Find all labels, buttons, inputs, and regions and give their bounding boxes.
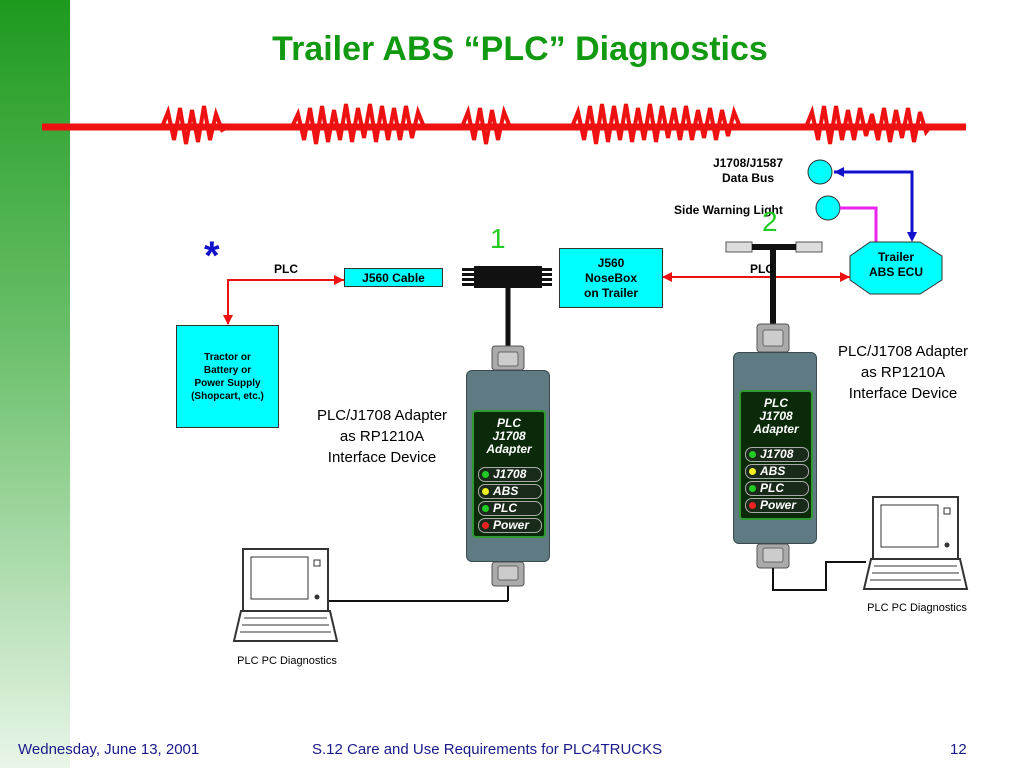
plc-arrow-ecu — [840, 272, 850, 282]
power-source-box: Tractor or Battery or Power Supply (Shop… — [176, 325, 279, 428]
adapter-desc-left-line3: Interface Device — [327, 449, 437, 466]
data-bus-connector — [807, 159, 833, 185]
led-row-power-left: Power — [478, 518, 542, 533]
adapter-device-right: PLC J1708 Adapter J1708 ABS PLC Power — [733, 352, 817, 544]
nosebox-line1: J560 — [597, 255, 625, 270]
laptop-left — [232, 548, 339, 642]
plc-label-right: PLC — [750, 262, 774, 276]
footer-page-number: 12 — [950, 741, 967, 758]
led-plc-label-left: PLC — [493, 501, 517, 515]
warning-light-line — [840, 206, 878, 242]
led-row-plc-right: PLC — [745, 481, 809, 496]
bus-arrow-down — [907, 232, 917, 242]
led-power-indicator-left — [482, 522, 489, 529]
j560-plug — [462, 266, 552, 288]
led-j1708-indicator-left — [482, 471, 489, 478]
led-row-abs-left: ABS — [478, 484, 542, 499]
nosebox-line2: NoseBox — [584, 270, 637, 285]
pc-label-left: PLC PC Diagnostics — [237, 655, 337, 667]
led-abs-indicator-left — [482, 488, 489, 495]
led-abs-indicator-right — [749, 468, 756, 475]
led-j1708-label-right: J1708 — [760, 447, 794, 461]
noise-burst-2 — [290, 103, 426, 145]
data-bus-label-line1: J1708/J1587 — [712, 156, 784, 170]
led-abs-label-left: ABS — [493, 484, 519, 498]
led-abs-label-right: ABS — [760, 464, 786, 478]
right-pc-line — [772, 561, 866, 591]
side-warning-light-label: Side Warning Light — [674, 203, 783, 217]
adapter-desc-right-line2: as RP1210A — [860, 364, 946, 381]
adapter-desc-right-line3: Interface Device — [848, 385, 958, 402]
right-adapter-connectors — [756, 323, 790, 569]
adapter-title3-left: Adapter — [486, 442, 532, 456]
led-plc-label-right: PLC — [760, 481, 784, 495]
adapter-device-left: PLC J1708 Adapter J1708 ABS PLC Power — [466, 370, 550, 562]
power-line3: Power Supply — [194, 377, 261, 389]
noise-burst-4 — [570, 103, 742, 145]
plc-line-left — [227, 279, 344, 324]
plc-arrow-right — [334, 275, 344, 285]
led-plc-indicator-right — [749, 485, 756, 492]
data-bus-label: J1708/J1587 Data Bus — [700, 156, 796, 186]
nosebox-line3: on Trailer — [583, 285, 639, 300]
plc-label-left: PLC — [274, 262, 298, 276]
adapter-panel-left: PLC J1708 Adapter J1708 ABS PLC Power — [472, 410, 546, 538]
adapter-title1-left: PLC — [497, 416, 521, 430]
led-power-label-left: Power — [493, 518, 530, 532]
adapter-title2-left: J1708 — [492, 429, 526, 443]
led-j1708-label-left: J1708 — [493, 467, 527, 481]
power-line4: (Shopcart, etc.) — [191, 390, 264, 402]
power-line2: Battery or — [203, 364, 252, 376]
j560-nosebox: J560 NoseBox on Trailer — [559, 248, 663, 308]
adapter-title3-right: Adapter — [753, 422, 799, 436]
adapter-panel-right: PLC J1708 Adapter J1708 ABS PLC Power — [739, 390, 813, 520]
j560-cable-label: J560 Cable — [362, 270, 425, 285]
adapter-desc-left-line2: as RP1210A — [339, 428, 425, 445]
adapter-title2-right: J1708 — [759, 409, 793, 423]
led-row-plc-left: PLC — [478, 501, 542, 516]
asterisk-marker: * — [204, 234, 220, 278]
led-power-indicator-right — [749, 502, 756, 509]
plc-arrow-left — [662, 272, 672, 282]
warning-light-connector — [815, 195, 841, 221]
adapter-desc-right-line1: PLC/J1708 Adapter — [837, 343, 969, 360]
adapter-title1-right: PLC — [764, 396, 788, 410]
footer-caption: S.12 Care and Use Requirements for PLC4T… — [312, 741, 663, 758]
pc-label-right: PLC PC Diagnostics — [867, 602, 967, 614]
led-row-abs-right: ABS — [745, 464, 809, 479]
marker-2: 2 — [762, 206, 778, 237]
led-plc-indicator-left — [482, 505, 489, 512]
noise-burst-3 — [460, 105, 512, 145]
left-adapter-connectors — [491, 345, 525, 587]
laptop-right — [862, 496, 969, 590]
noise-burst-1 — [160, 105, 229, 145]
marker-1: 1 — [490, 223, 506, 254]
t-connector — [725, 241, 823, 326]
led-power-label-right: Power — [760, 498, 797, 512]
noise-burst-5 — [804, 105, 932, 145]
bus-arrow-left — [834, 167, 844, 177]
led-row-power-right: Power — [745, 498, 809, 513]
led-row-j1708-left: J1708 — [478, 467, 542, 482]
slide-title: Trailer ABS “PLC” Diagnostics — [272, 30, 768, 68]
plc-arrow-down — [223, 315, 233, 325]
footer-date: Wednesday, June 13, 2001 — [18, 741, 200, 758]
ecu-label-line2: ABS ECU — [868, 265, 923, 279]
adapter-desc-left-line1: PLC/J1708 Adapter — [316, 407, 448, 424]
ecu-label: Trailer ABS ECU — [850, 250, 942, 280]
adapter-desc-right: PLC/J1708 Adapter as RP1210A Interface D… — [820, 341, 986, 404]
led-row-j1708-right: J1708 — [745, 447, 809, 462]
data-bus-label-line2: Data Bus — [721, 171, 774, 185]
led-j1708-indicator-right — [749, 451, 756, 458]
j560-cable-box: J560 Cable — [344, 268, 443, 287]
ecu-label-line1: Trailer — [877, 250, 915, 264]
adapter-desc-left: PLC/J1708 Adapter as RP1210A Interface D… — [300, 405, 464, 468]
data-bus-line — [834, 170, 914, 238]
power-line1: Tractor or — [204, 351, 251, 363]
trailer-abs-ecu — [849, 241, 943, 295]
